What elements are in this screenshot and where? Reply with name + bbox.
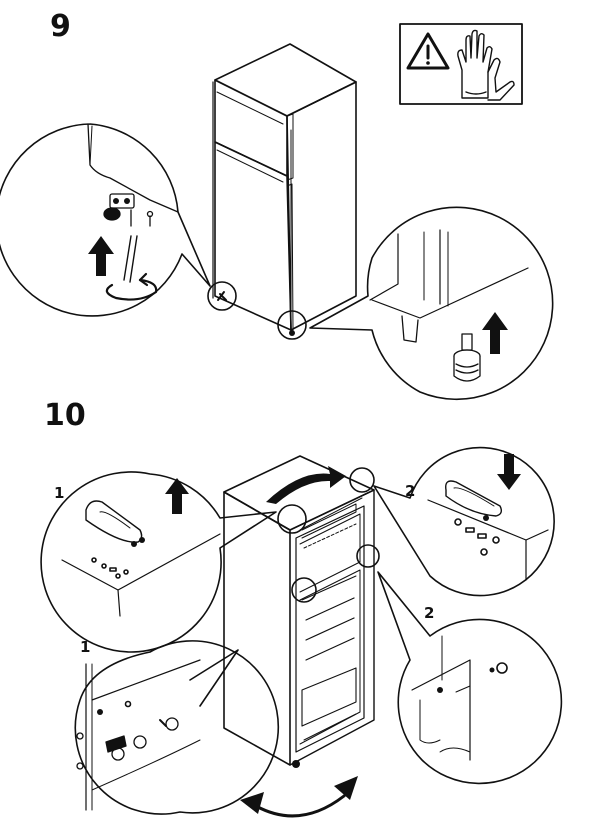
callout-label-2-middle: 2: [424, 604, 434, 622]
loose-foot: [453, 333, 481, 382]
arrow-up-icon: [165, 478, 189, 514]
callout-label-1-bottom: 1: [80, 638, 90, 656]
zoom-hinge-middle-right: [377, 571, 563, 785]
adjustable-foot: [103, 193, 154, 227]
warning-triangle-icon: [406, 32, 450, 70]
gloves-icon: [457, 29, 515, 101]
zoom-foot-left: [0, 123, 211, 317]
front-right-foot-highlight: [277, 310, 307, 340]
screwdriver: [123, 235, 138, 283]
swap-arrows-icon: [240, 776, 358, 818]
fridge-step9: [207, 43, 357, 340]
callout-label-2-top: 2: [405, 482, 415, 500]
callout-label-1-top: 1: [54, 484, 64, 502]
zoom-foot-right: [309, 206, 554, 401]
arrow-up-icon: [482, 312, 508, 354]
zoom-hinge-top-left: [40, 471, 277, 653]
zoom-hinge-bottom-left: [74, 640, 280, 815]
rotate-icon: [266, 466, 346, 504]
safety-box: [399, 23, 523, 105]
zoom-hinge-top-right: [373, 446, 555, 597]
arrow-up-icon: [88, 236, 114, 276]
hinge-pins: [76, 717, 179, 770]
arrow-down-icon: [497, 454, 521, 490]
front-left-foot-highlight: [207, 281, 237, 311]
step-9-number: 9: [50, 9, 71, 44]
step-10-number: 10: [44, 398, 86, 433]
rotate-icon: [105, 272, 158, 301]
fridge-step10: [223, 455, 380, 768]
